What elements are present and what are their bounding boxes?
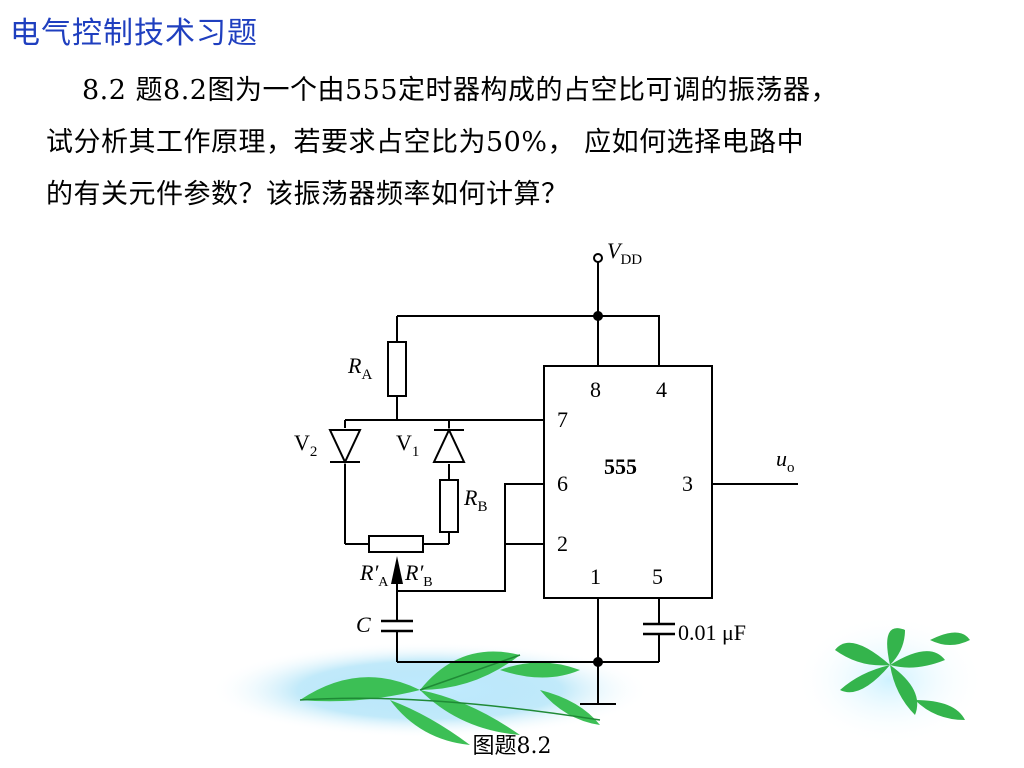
capacitor-pin5 — [643, 622, 675, 636]
chip-label: 555 — [604, 454, 637, 479]
rb-label: RB — [463, 485, 487, 515]
question-line-3: 的有关元件参数？该振荡器频率如何计算？ — [46, 179, 569, 210]
circuit-wires — [344, 262, 798, 705]
resistor-rb — [439, 479, 459, 533]
pin-3-label: 3 — [682, 471, 693, 496]
figure-caption: 图题8.2 — [472, 734, 552, 759]
pin-4-label: 4 — [656, 377, 667, 402]
pin-6-label: 6 — [557, 471, 568, 496]
output-label: uo — [776, 446, 795, 476]
leaf-decoration-right — [795, 615, 985, 745]
pin-1-label: 1 — [590, 564, 601, 589]
pin-8-label: 8 — [590, 377, 601, 402]
vdd-terminal — [593, 253, 603, 263]
ra-prime-label: R′A — [359, 560, 389, 590]
wiper-arrow — [391, 556, 403, 584]
question-line-2: 试分析其工作原理，若要求占空比为50%， 应如何选择电路中 — [46, 127, 805, 158]
capacitor-c — [381, 619, 413, 633]
question-line-1: 8.2 题8.2图为一个由555定时器构成的占空比可调的振荡器， — [82, 75, 838, 106]
v2-label: V2 — [294, 430, 317, 460]
vdd-label: VDD — [607, 238, 642, 268]
resistor-ra — [387, 341, 407, 397]
chip-555 — [543, 365, 713, 599]
pin-2-label: 2 — [557, 531, 568, 556]
v1-label: V1 — [396, 430, 419, 460]
pin-5-label: 5 — [652, 564, 663, 589]
slide-title: 电气控制技术习题 — [10, 16, 258, 51]
c-label: C — [356, 612, 371, 637]
diode-v2 — [328, 429, 362, 465]
cap-value-label: 0.01 μF — [678, 620, 746, 645]
ra-label: RA — [347, 353, 372, 383]
pin-7-label: 7 — [557, 407, 568, 432]
potentiometer — [368, 535, 424, 553]
junction-dots — [593, 311, 603, 667]
diode-v1 — [432, 427, 466, 463]
rb-prime-label: R′B — [404, 560, 433, 590]
leaf-decoration-left — [210, 642, 650, 745]
